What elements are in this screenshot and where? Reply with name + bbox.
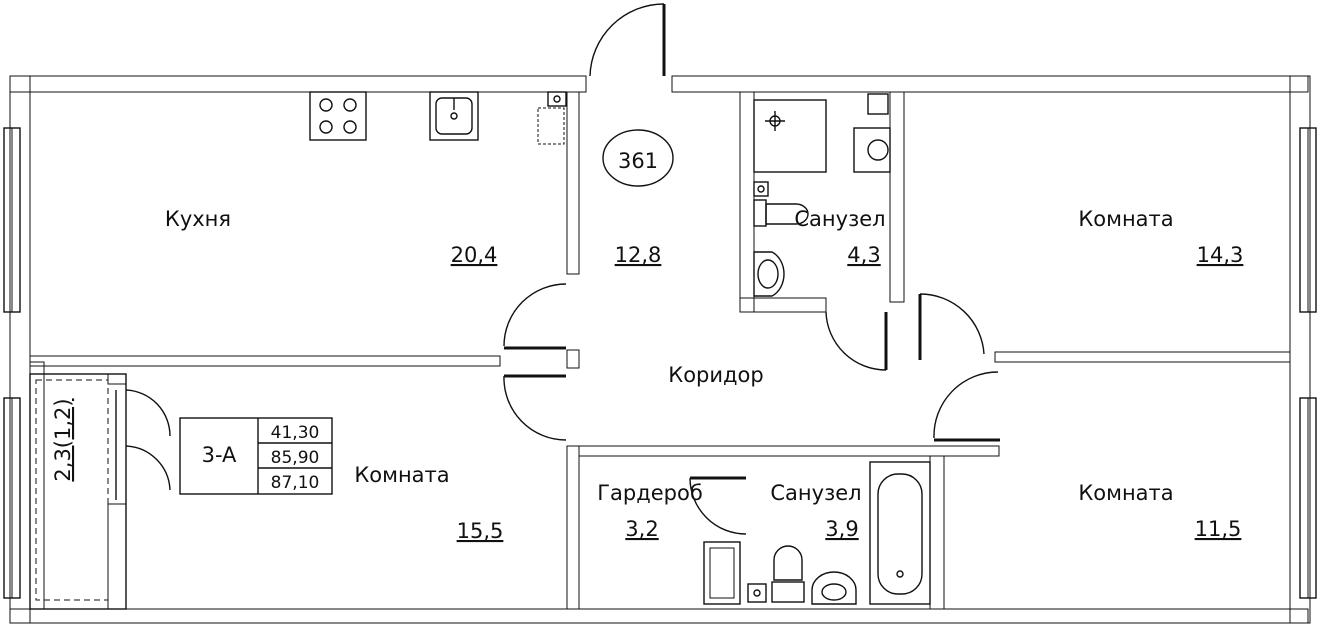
bathroom-top-area: 4,3 — [847, 243, 880, 267]
shower-icon — [753, 99, 827, 173]
room-bottom-right-label: Комната — [1078, 481, 1173, 505]
entrance-door — [589, 3, 666, 77]
apartment-number-badge: 361 — [602, 129, 674, 187]
room-labels: Кухня 20,4 12,8 Санузел 4,3 Комната 14,3… — [51, 207, 1243, 543]
room-left-label: Комната — [354, 463, 449, 487]
room-left-area: 15,5 — [457, 519, 504, 543]
kitchen-area: 20,4 — [451, 243, 498, 267]
shelf-icon — [703, 541, 741, 605]
room-top-right-area: 14,3 — [1197, 243, 1244, 267]
room-bottom-right-area: 11,5 — [1195, 517, 1242, 541]
windows — [3, 127, 1317, 599]
kitchen-label: Кухня — [165, 207, 231, 231]
outer-walls — [9, 75, 1311, 624]
apartment-type: 3-A — [202, 443, 237, 467]
bathtub-icon — [869, 461, 931, 605]
wardrobe-label: Гардероб — [597, 481, 703, 505]
toilet-icon — [753, 181, 809, 227]
area-living: 41,30 — [271, 423, 320, 443]
apartment-number: 361 — [618, 149, 658, 173]
bathroom-top-label: Санузел — [794, 207, 885, 231]
apartment-info-table: 3-A 41,30 85,90 87,10 — [179, 417, 333, 495]
partitions — [29, 91, 1291, 610]
stove-icon — [309, 91, 367, 141]
sink-icon — [429, 91, 479, 141]
interior-doors — [115, 283, 1000, 535]
room-top-right-label: Комната — [1078, 207, 1173, 231]
corridor-label: Коридор — [668, 363, 763, 387]
balcony-area: 2,3(1,2) — [51, 398, 75, 481]
toilet-icon — [747, 545, 805, 603]
hall-area: 12,8 — [615, 243, 662, 267]
ventilation-icon — [537, 91, 567, 145]
fixtures — [309, 91, 931, 605]
washing-machine-icon — [853, 93, 891, 173]
washbasin-icon — [753, 251, 785, 297]
bathroom-bottom-label: Санузел — [770, 481, 861, 505]
wardrobe-area: 3,2 — [625, 517, 658, 541]
area-total-with-balcony: 87,10 — [271, 473, 320, 493]
washbasin-icon — [811, 571, 857, 605]
bathroom-bottom-area: 3,9 — [825, 517, 858, 541]
area-total: 85,90 — [271, 448, 320, 468]
